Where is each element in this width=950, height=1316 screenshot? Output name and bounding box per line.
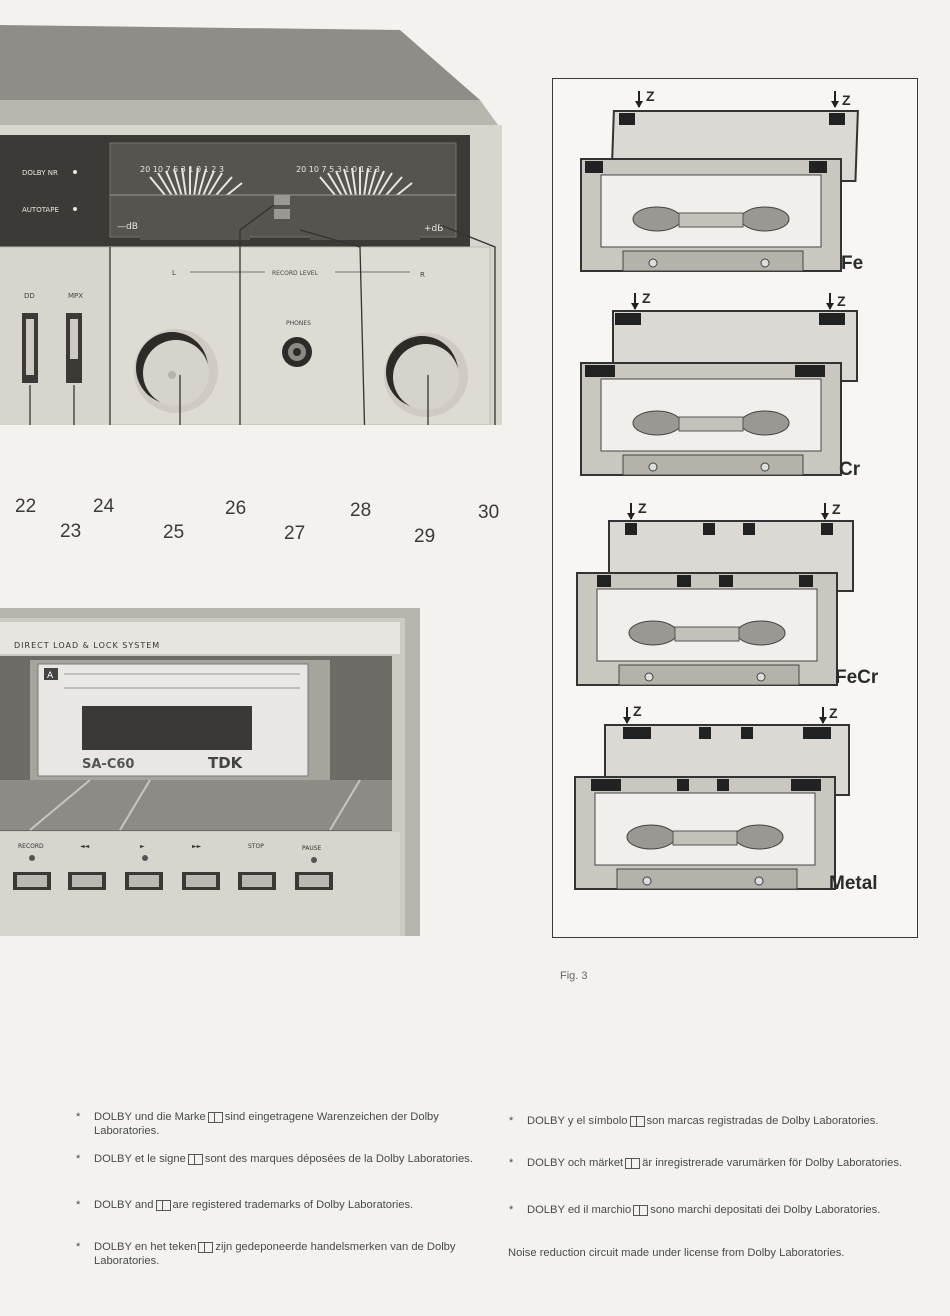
z-label-left: Z [646, 88, 655, 104]
cassette-model: SA-C60 [82, 757, 134, 772]
cassette-cr: Z Z Cr [553, 289, 917, 494]
dolby-nr-label: DOLBY NR [22, 169, 58, 177]
dolby-mark-icon [155, 1199, 171, 1211]
dolby-mark-icon [187, 1153, 203, 1165]
note-license: Noise reduction circuit made under licen… [508, 1247, 845, 1259]
z-label-right: Z [837, 293, 846, 309]
dolby-mark-icon [207, 1111, 223, 1123]
right-meter-scale: 20 10 7 5 3 1 0 1 2 3 [296, 165, 380, 174]
rewind-button-label: ◄◄ [80, 843, 90, 850]
cassette-fe-drawing [580, 91, 859, 272]
cassette-types-figure: Z Z Fe Z Z Cr [552, 78, 918, 938]
callout-29: 29 [414, 526, 436, 547]
callout-26: 26 [225, 498, 247, 519]
dolby-switch-label: DD [24, 292, 35, 300]
cassette-cr-drawing [580, 293, 858, 476]
callout-28: 28 [350, 500, 372, 521]
cassette-label-metal: Metal [829, 873, 878, 894]
dolby-mark-icon [625, 1157, 641, 1169]
mpx-label: MPX [68, 292, 83, 300]
dolby-mark-icon [633, 1204, 649, 1216]
callout-25: 25 [163, 522, 185, 543]
cassette-fe: Z Z Fe [553, 79, 917, 284]
cassette-metal-drawing [574, 707, 850, 890]
phones-label: PHONES [286, 320, 311, 327]
autotape-label: AUTOTAPE [22, 206, 59, 214]
cassette-metal: Z Z Metal [553, 703, 917, 912]
cassette-tray-illustration: DIRECT LOAD & LOCK SYSTEM A SA-C60 TDK R… [0, 608, 420, 936]
cassette-label-fecr: FeCr [835, 667, 879, 688]
tray-title: DIRECT LOAD & LOCK SYSTEM [14, 641, 160, 650]
dolby-mark-icon [629, 1115, 645, 1127]
dolby-mark-icon [198, 1241, 214, 1253]
cassette-fecr: Z Z FeCr [553, 499, 917, 704]
record-button-label: RECORD [18, 843, 44, 850]
z-label-right: Z [832, 501, 841, 517]
meter-right-db: +dB [424, 224, 443, 234]
pause-button-label: PAUSE [302, 845, 322, 852]
channel-r-label: R [420, 271, 425, 279]
cassette-label-cr: Cr [839, 459, 861, 480]
cassette-label-fe: Fe [841, 253, 864, 274]
callout-27: 27 [284, 523, 306, 544]
cassette-fecr-drawing [576, 503, 854, 686]
z-label-left: Z [638, 500, 647, 516]
callout-30: 30 [478, 502, 500, 523]
figure-caption: Fig. 3 [560, 970, 588, 982]
deck-front-panel-illustration: 20 10 7 5 3 1 0 1 2 3 20 10 7 5 3 1 0 1 … [0, 25, 502, 425]
z-label-right: Z [842, 92, 851, 108]
left-meter-scale: 20 10 7 5 3 1 0 1 2 3 [140, 165, 224, 174]
tray-side-label: A [47, 671, 54, 681]
record-level-label: RECORD LEVEL [272, 270, 319, 277]
meter-left-db: —dB [117, 222, 138, 232]
z-label-right: Z [829, 705, 838, 721]
fast-forward-button-label: ►► [192, 843, 202, 850]
transport-buttons [13, 872, 333, 890]
callout-23: 23 [60, 521, 82, 542]
channel-l-label: L [172, 269, 176, 277]
play-button-label: ► [140, 843, 145, 850]
z-label-left: Z [633, 703, 642, 719]
callout-24: 24 [93, 496, 115, 517]
z-label-left: Z [642, 290, 651, 306]
callout-22: 22 [15, 496, 37, 517]
cassette-brand: TDK [208, 754, 244, 772]
stop-button-label: STOP [248, 843, 264, 850]
